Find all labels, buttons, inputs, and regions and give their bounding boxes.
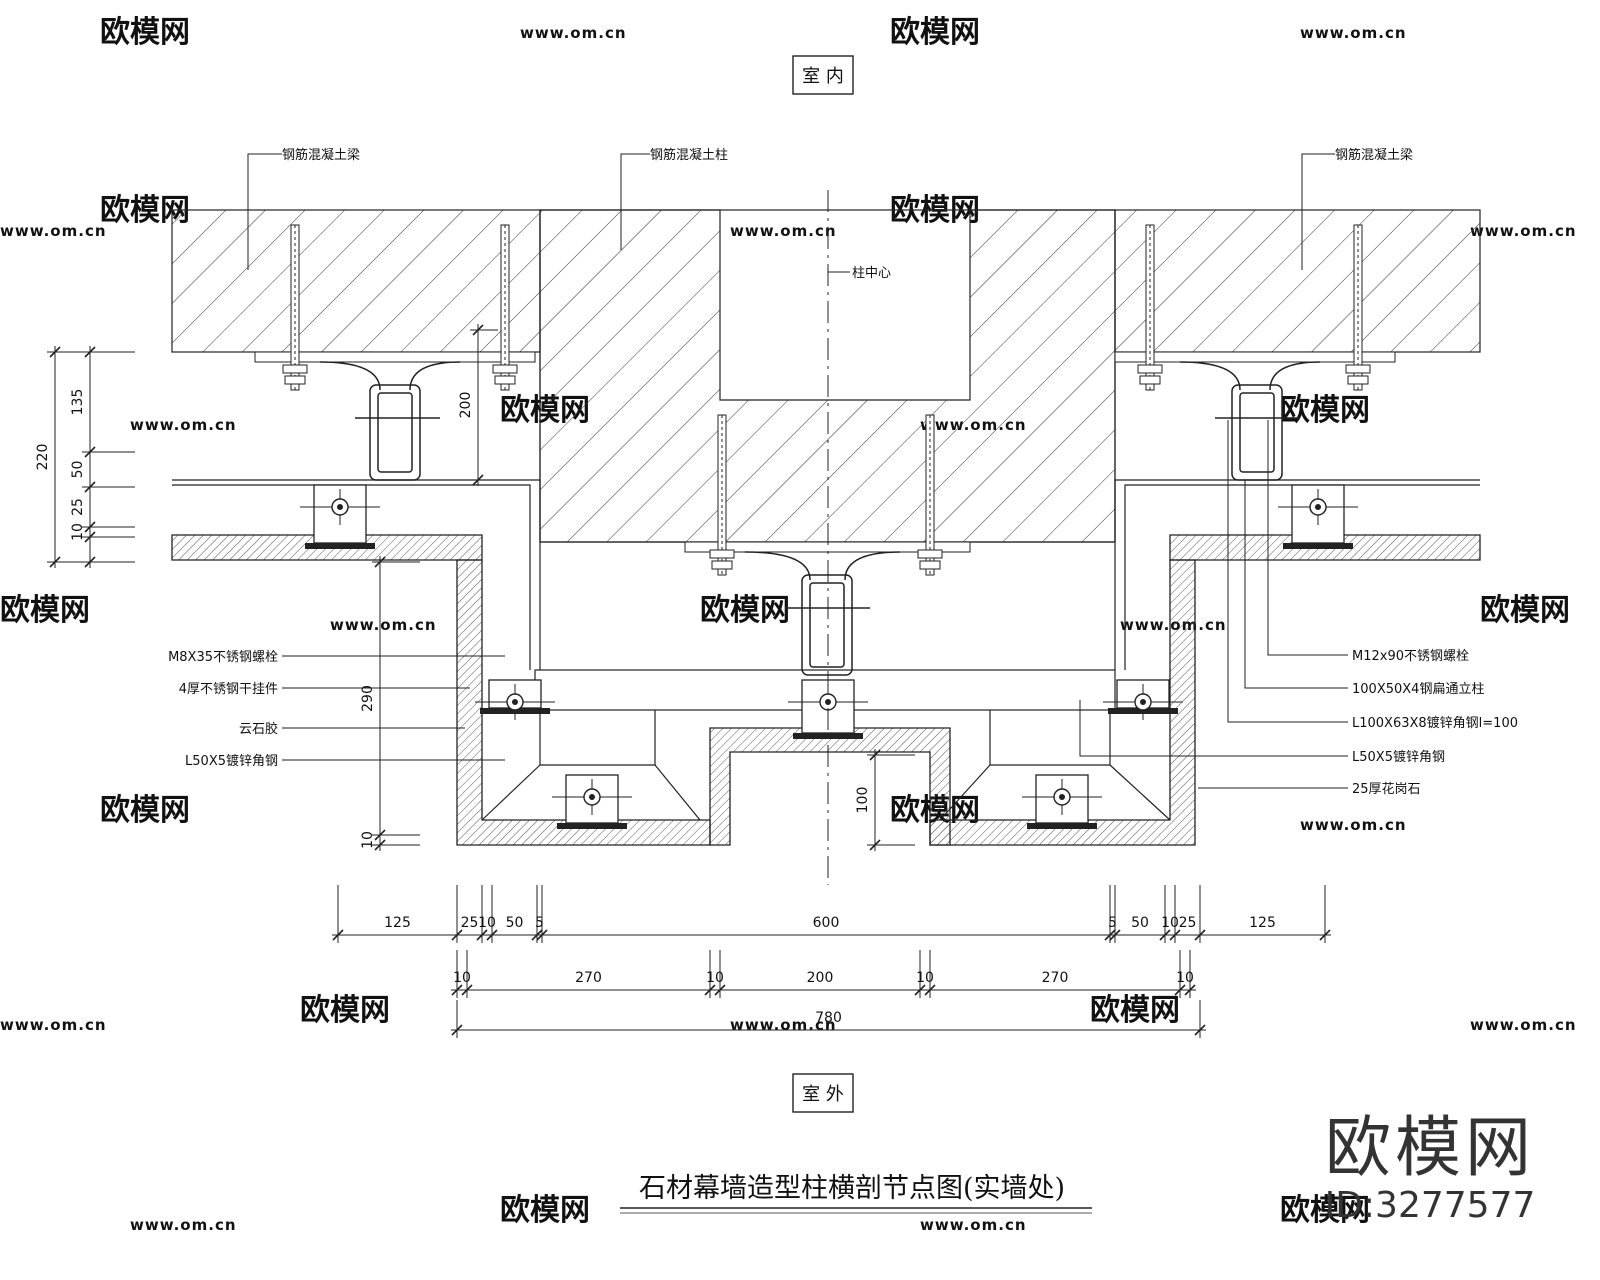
- anchor-bolt: [282, 224, 308, 391]
- watermark-url-tile: www.om.cn: [330, 616, 437, 634]
- dimension-value: 200: [807, 970, 834, 986]
- watermark-brand-tile: 欧模网: [1090, 993, 1180, 1028]
- watermark-url-tile: www.om.cn: [920, 1216, 1027, 1234]
- callout-left-label: 4厚不锈钢干挂件: [179, 682, 278, 697]
- dimension-value: 10: [1161, 915, 1179, 931]
- bracket-with-bolt: [1022, 774, 1102, 829]
- watermark-brand-tile: 欧模网: [100, 15, 190, 50]
- concrete-right-beam: [1114, 209, 1481, 353]
- watermark-brand-name: 欧模网: [1325, 1109, 1535, 1186]
- watermark-brand-tile: 欧模网: [100, 793, 190, 828]
- callout-right-label: L50X5镀锌角钢: [1352, 749, 1445, 765]
- bracket-with-bolt: [1278, 484, 1358, 549]
- watermark-brand-tile: 欧模网: [300, 993, 390, 1028]
- callout-left-label: M8X35不锈钢螺栓: [168, 650, 278, 665]
- dimension-value: 50: [70, 461, 86, 479]
- watermark-brand-tile: 欧模网: [0, 593, 90, 628]
- watermark-url-tile: www.om.cn: [130, 1216, 237, 1234]
- interior-label-box: 室 内: [792, 55, 854, 95]
- exterior-label-box: 室 外: [792, 1073, 854, 1113]
- watermark-url-tile: www.om.cn: [520, 24, 627, 42]
- anchor-bolt: [709, 414, 735, 576]
- callout-beam-left: 钢筋混凝土梁: [282, 147, 360, 163]
- dimension-value: 270: [1042, 970, 1069, 986]
- callout-beam-right: 钢筋混凝土梁: [1335, 147, 1413, 163]
- bracket-with-bolt: [552, 774, 632, 829]
- exterior-label: 室 外: [802, 1084, 844, 1105]
- dimension-value: 10: [360, 831, 376, 849]
- watermark-brand-tile: 欧模网: [890, 15, 980, 50]
- watermark-url-tile: www.om.cn: [1470, 1016, 1577, 1034]
- callout-column-center: 柱中心: [852, 266, 891, 281]
- callout-right-label: M12x90不锈钢螺栓: [1352, 649, 1469, 664]
- watermark-url-tile: www.om.cn: [1470, 222, 1577, 240]
- watermark-id: ID:3277577: [1324, 1185, 1536, 1226]
- watermark-brand-tile: 欧模网: [1280, 1193, 1370, 1228]
- dimension-lines: [47, 324, 1331, 1038]
- watermark-url-tile: www.om.cn: [0, 222, 107, 240]
- bracket-with-bolt: [475, 679, 555, 720]
- watermark-brand-tile: 欧模网: [500, 1193, 590, 1228]
- steel-post-left: [319, 361, 461, 481]
- callout-left-label: L50X5镀锌角钢: [185, 753, 278, 769]
- watermark-layer: 欧模网欧模网欧模网欧模网欧模网欧模网欧模网欧模网欧模网欧模网欧模网欧模网欧模网欧…: [0, 15, 1577, 1234]
- dimension-value: 25: [461, 915, 479, 931]
- callout-right-label: 25厚花岗石: [1352, 781, 1421, 797]
- dimension-value: 100: [855, 787, 871, 814]
- dimension-value: 220: [35, 444, 51, 471]
- dimension-value: 200: [458, 392, 474, 419]
- dimension-value: 290: [360, 685, 376, 712]
- dimension-value: 5: [535, 915, 544, 931]
- dimension-value: 10: [706, 970, 724, 986]
- watermark-brand: 欧模网 ID:3277577: [1310, 1112, 1550, 1228]
- callout-right-label: L100X63X8镀锌角钢l=100: [1352, 715, 1518, 731]
- dimension-value: 600: [813, 915, 840, 931]
- watermark-url-tile: www.om.cn: [1300, 816, 1407, 834]
- dimension-value: 125: [1249, 915, 1276, 931]
- dimension-value: 135: [70, 389, 86, 416]
- dimension-value: 10: [478, 915, 496, 931]
- dimension-value: 25: [1179, 915, 1197, 931]
- interior-label: 室 内: [802, 66, 844, 87]
- steel-post-right: [1179, 361, 1321, 481]
- anchor-bolt: [917, 414, 943, 576]
- watermark-brand-tile: 欧模网: [1280, 393, 1370, 428]
- dimension-value: 50: [1131, 915, 1149, 931]
- dimension-value: 25: [70, 498, 86, 516]
- anchor-bolt: [1345, 224, 1371, 391]
- watermark-url-tile: www.om.cn: [0, 1016, 107, 1034]
- watermark-url-tile: www.om.cn: [1300, 24, 1407, 42]
- watermark-url-tile: www.om.cn: [130, 416, 237, 434]
- watermark-url-tile: www.om.cn: [730, 222, 837, 240]
- anchor-bolt: [1137, 224, 1163, 391]
- drawing-title: 石材幕墙造型柱横剖节点图(实墙处): [639, 1173, 1065, 1204]
- watermark-brand-tile: 欧模网: [700, 593, 790, 628]
- concrete-left-beam: [171, 209, 541, 353]
- dimension-value: 125: [384, 915, 411, 931]
- callout-right-label: 100X50X4钢扁通立柱: [1352, 682, 1484, 697]
- top-callouts: [247, 153, 1335, 270]
- dimension-value: 270: [575, 970, 602, 986]
- dimension-value: 10: [70, 523, 86, 541]
- dimension-value: 10: [916, 970, 934, 986]
- steel-post-center: [744, 551, 901, 676]
- right-callouts: M12x90不锈钢螺栓 100X50X4钢扁通立柱 L100X63X8镀锌角钢l=1…: [1079, 420, 1518, 797]
- anchor-bolts: [282, 224, 1371, 576]
- callout-column: 钢筋混凝土柱: [650, 147, 728, 163]
- dimension-value: 50: [506, 915, 524, 931]
- anchor-bolt: [492, 224, 518, 391]
- dimension-value: 780: [815, 1010, 842, 1026]
- callout-left-label: 云石胶: [239, 721, 278, 737]
- embed-plates: [254, 351, 1396, 553]
- column-center-axis: [827, 190, 850, 885]
- bracket-with-bolt: [300, 484, 380, 549]
- bracket-with-bolt: [1103, 679, 1183, 720]
- dimension-value: 10: [453, 970, 471, 986]
- dimension-value: 10: [1176, 970, 1194, 986]
- dimension-value: 5: [1108, 915, 1117, 931]
- watermark-brand-tile: 欧模网: [1480, 593, 1570, 628]
